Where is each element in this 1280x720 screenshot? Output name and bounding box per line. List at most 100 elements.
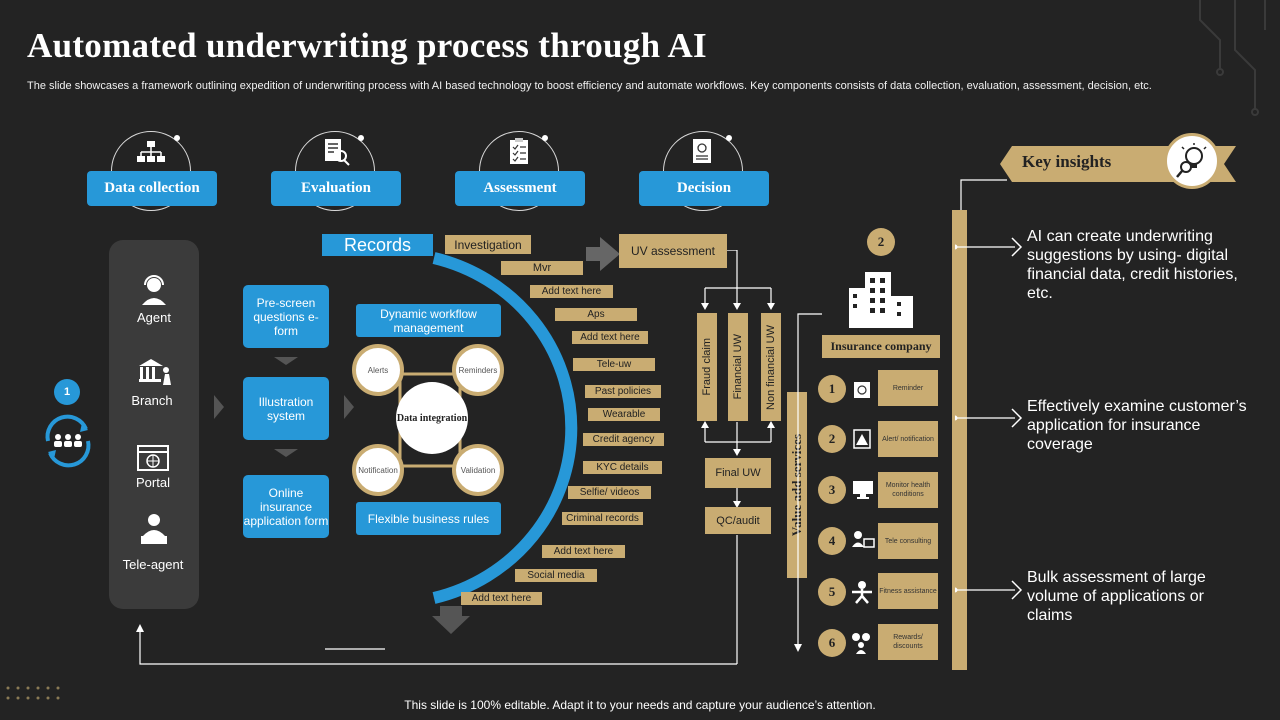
insight-bulb-badge [1164,133,1220,189]
stage-dot [542,135,548,141]
record-tag: Criminal records [562,512,643,525]
chevron-right-icon [214,395,224,419]
rewards-icon [852,633,870,654]
insight-3: Bulk assessment of large volume of appli… [1027,569,1206,624]
dot-pattern-decoration [6,686,60,700]
final-uw-box: Final UW [705,458,771,488]
record-tag: Add text here [461,592,542,605]
insight-2: Effectively examine customer’s applicati… [1027,398,1247,453]
service-alert-notification: Alert/ notification [878,421,938,457]
channel-branch: Branch [131,393,173,408]
petal-notification: Notification [352,444,404,496]
stage-dot [358,135,364,141]
record-tag: Tele-uw [573,358,655,371]
service-number: 1 [818,375,846,403]
office-building-icon [849,272,913,328]
record-tag: Add text here [572,331,648,344]
certificate-icon [693,139,711,163]
record-tag: Past policies [585,385,661,398]
uw-connectors [701,250,775,664]
document-search-icon [325,139,350,166]
record-tag: Social media [515,569,597,582]
stage-data-collection[interactable]: Data collection [87,171,217,206]
service-reminder: Reminder [878,370,938,406]
uw-fraud-claim-label: Fraud claim [701,338,713,396]
insurance-company-label: Insurance company [822,335,940,358]
key-insights-title: Key insights [1022,152,1112,171]
feedback-loop [136,624,737,665]
reminder-icon [854,382,870,398]
chevron-down-icon [274,357,298,365]
uw-non-financial: Non financial UW [761,313,781,421]
record-tag: Aps [555,308,637,321]
uw-fraud-claim: Fraud claim [697,313,717,421]
lightbulb-search-icon [1176,143,1207,178]
channel-agent: Agent [137,310,171,325]
flexible-rules-box: Flexible business rules [356,502,501,535]
page-subtitle: The slide showcases a framework outlinin… [27,80,1152,92]
form-online-application: Online insurance application form [243,475,329,538]
dynamic-workflow-box: Dynamic workflow management [356,304,501,337]
record-tag: Credit agency [583,433,664,446]
form-pre-screen: Pre-screen questions e-form [243,285,329,348]
record-tag: Add text here [542,545,625,558]
service-number: 6 [818,629,846,657]
record-tag: KYC details [583,461,662,474]
stage-decision[interactable]: Decision [639,171,769,206]
service-number: 5 [818,578,846,606]
insights-bar [952,210,967,670]
service-number: 2 [818,425,846,453]
stage-dot [726,135,732,141]
cycle-users-icon [45,414,91,468]
stage-assessment[interactable]: Assessment [455,171,585,206]
network-icon [137,141,165,162]
record-tag: Selfie/ videos [568,486,651,499]
arrow-down-icon [432,606,470,634]
petal-alerts: Alerts [352,344,404,396]
service-number: 3 [818,476,846,504]
channel-portal: Portal [136,475,170,490]
uw-non-financial-label: Non financial UW [765,324,777,410]
insight-1: AI can create underwriting suggestions b… [1027,228,1238,302]
web-portal-icon [137,445,169,471]
circuit-decoration [1199,0,1266,116]
monitor-icon [853,481,873,499]
records-label: Records [322,234,433,256]
service-number: 4 [818,527,846,555]
petal-reminders: Reminders [452,344,504,396]
headset-agent-icon [142,275,166,305]
page-title: Automated underwriting process through A… [27,26,707,65]
data-integration-hub: Data integration [396,382,468,454]
stage-evaluation[interactable]: Evaluation [271,171,401,206]
checklist-icon [510,138,528,164]
form-illustration-system: Illustration system [243,377,329,440]
record-tag: Investigation [445,235,531,254]
record-tag: Wearable [588,408,660,421]
arrow-right-icon [586,237,620,271]
insight-pointers [955,237,1023,600]
insights-connector [960,179,1007,211]
alert-notification-icon [853,429,871,449]
qc-audit-box: QC/audit [705,507,771,534]
service-tele-consulting: Tele consulting [878,523,938,559]
tele-agent-icon [141,514,167,544]
step-1-badge: 1 [54,379,80,405]
step-2-badge: 2 [867,228,895,256]
uw-financial-label: Financial UW [732,334,744,400]
bank-branch-icon [139,359,171,385]
records-arc [432,252,578,604]
service-fitness-assistance: Fitness assistance [878,573,938,609]
footer-note: This slide is 100% editable. Adapt it to… [404,698,876,712]
value-add-services: Value add services [787,392,807,578]
channel-tele-agent: Tele-agent [122,557,184,572]
record-tag: Add text here [530,285,613,298]
chevron-right-icon [344,395,354,419]
tele-consulting-icon [852,531,875,548]
petal-validation: Validation [452,444,504,496]
chevron-down-icon [274,449,298,457]
service-monitor-health: Monitor health conditions [878,472,938,508]
fitness-icon [852,581,872,604]
uw-financial: Financial UW [728,313,748,421]
service-rewards-discounts: Rewards/ discounts [878,624,938,660]
record-tag: Mvr [501,261,583,275]
